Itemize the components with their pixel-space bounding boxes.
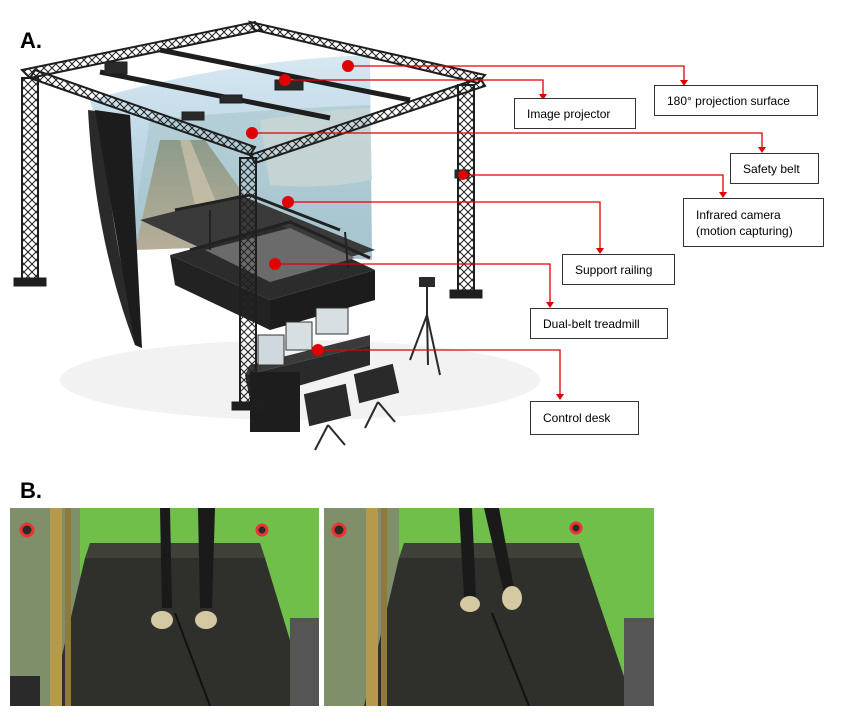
callout-safety-belt: Safety belt <box>730 153 819 184</box>
infrared-camera-line2: (motion capturing) <box>696 223 793 238</box>
photo-treadmill-standing <box>10 508 319 706</box>
panel-label-b: B. <box>20 478 42 503</box>
infrared-camera-line1: Infrared camera <box>696 207 781 222</box>
callout-control-desk: Control desk <box>530 401 639 435</box>
annotation-arrowheads <box>539 80 766 400</box>
chairs <box>303 363 400 451</box>
panel-label-a: A. <box>20 28 42 53</box>
callout-infrared-camera: Infrared camera (motion capturing) <box>683 198 824 247</box>
annotation-lines <box>252 65 763 398</box>
callout-projection-surface: 180° projection surface <box>654 85 818 116</box>
truss-frame <box>13 20 487 411</box>
annotation-dots <box>246 60 468 356</box>
callout-dual-belt-treadmill: Dual-belt treadmill <box>530 308 668 339</box>
callout-image-projector: Image projector <box>514 98 636 129</box>
callout-support-railing: Support railing <box>562 254 675 285</box>
tripod-camera <box>409 277 441 376</box>
lab-setup-illustration <box>13 20 766 451</box>
photo-treadmill-walking <box>324 508 654 706</box>
